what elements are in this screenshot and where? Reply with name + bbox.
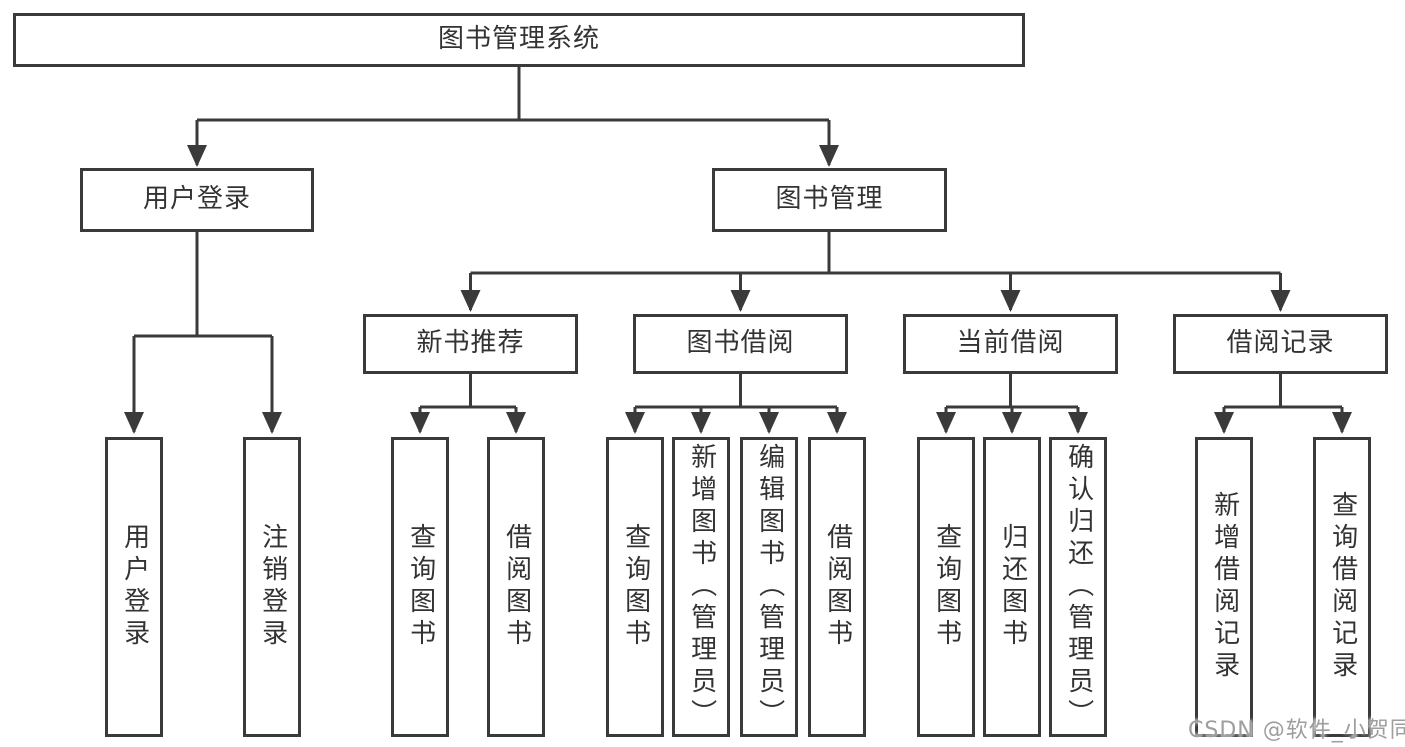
leaf-confirm-return-admin: 确认归还（管理员） bbox=[1049, 437, 1107, 737]
leaf-return-books: 归还图书 bbox=[983, 437, 1041, 737]
leaf-query-borrow-record: 查询借阅记录 bbox=[1313, 437, 1371, 737]
leaf-query-books-current: 查询图书 bbox=[917, 437, 975, 737]
leaf-add-book-admin: 新增图书（管理员） bbox=[672, 437, 730, 737]
node-borrow-records: 借阅记录 bbox=[1173, 314, 1388, 374]
node-current-borrow: 当前借阅 bbox=[903, 314, 1118, 374]
leaf-add-borrow-record: 新增借阅记录 bbox=[1195, 437, 1253, 737]
node-book-borrow: 图书借阅 bbox=[633, 314, 848, 374]
leaf-user-login: 用户登录 bbox=[105, 437, 163, 737]
node-root-system: 图书管理系统 bbox=[13, 13, 1025, 67]
leaf-logout: 注销登录 bbox=[243, 437, 301, 737]
node-new-book-recommend: 新书推荐 bbox=[363, 314, 578, 374]
leaf-query-books-borrow: 查询图书 bbox=[606, 437, 664, 737]
leaf-query-books-recommend: 查询图书 bbox=[391, 437, 449, 737]
node-user-login: 用户登录 bbox=[80, 168, 314, 232]
leaf-edit-book-admin: 编辑图书（管理员） bbox=[740, 437, 798, 737]
csdn-watermark: CSDN @软件_小贺同学 bbox=[1188, 718, 1405, 743]
node-book-management: 图书管理 bbox=[712, 168, 947, 232]
leaf-borrow-books: 借阅图书 bbox=[808, 437, 866, 737]
leaf-borrow-books-recommend: 借阅图书 bbox=[487, 437, 545, 737]
